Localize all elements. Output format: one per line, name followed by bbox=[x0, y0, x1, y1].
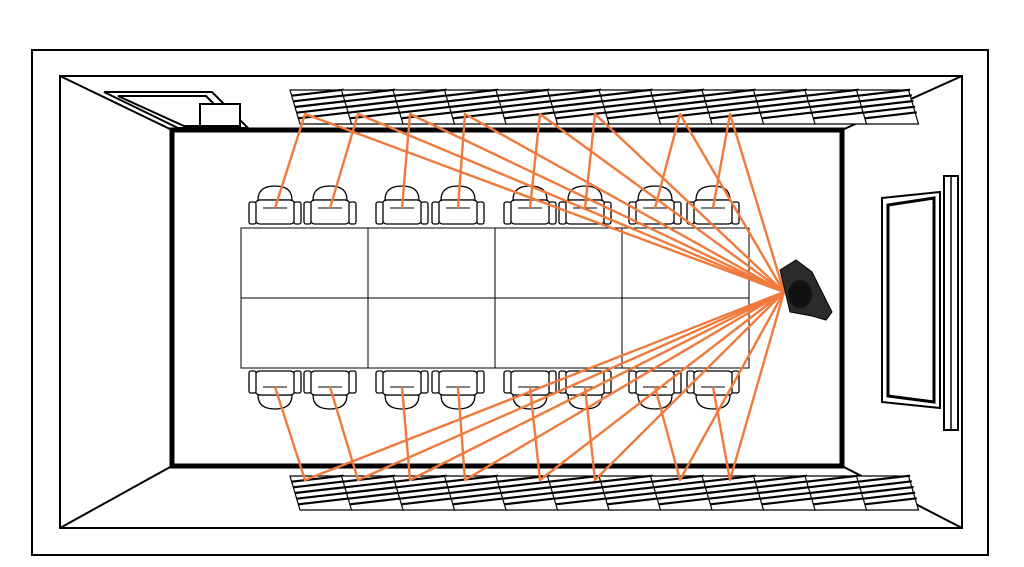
acoustic-panel bbox=[392, 474, 456, 511]
reflection-path-bottom bbox=[528, 291, 785, 482]
acoustic-panel bbox=[649, 474, 714, 511]
conference-table bbox=[240, 227, 750, 369]
table-block bbox=[494, 297, 623, 369]
acoustic-panel bbox=[340, 474, 405, 511]
reflection-path-top bbox=[400, 112, 785, 294]
reflection-path-bottom bbox=[273, 290, 785, 482]
reflection-path-bottom bbox=[328, 290, 785, 482]
reflection-path-top bbox=[711, 112, 786, 293]
reflection-path-top bbox=[328, 112, 785, 294]
reflection-path-top bbox=[273, 112, 785, 294]
table-block bbox=[367, 297, 496, 369]
outer-frame bbox=[31, 49, 989, 556]
table-block bbox=[494, 227, 623, 299]
acoustic-panel bbox=[804, 474, 868, 511]
acoustic-panels-top bbox=[289, 88, 920, 125]
table-block bbox=[240, 297, 369, 369]
reflection-path-bottom bbox=[456, 290, 785, 482]
ceiling-outer-edge bbox=[59, 75, 963, 529]
acoustic-panel bbox=[752, 474, 817, 511]
acoustic-panel bbox=[546, 474, 611, 511]
reflection-path-bottom bbox=[711, 291, 786, 482]
table-block bbox=[621, 297, 750, 369]
chair-icon bbox=[303, 370, 357, 410]
acoustic-panel bbox=[495, 474, 559, 511]
chair-icon bbox=[431, 185, 485, 225]
floor-walls bbox=[169, 127, 845, 469]
acoustic-panel bbox=[804, 88, 868, 125]
table-block bbox=[240, 227, 369, 299]
acoustic-panel bbox=[855, 88, 920, 125]
chair-icon bbox=[248, 185, 302, 225]
chairs-bottom-row bbox=[248, 370, 740, 410]
chair-icon bbox=[431, 370, 485, 410]
acoustic-panel bbox=[289, 474, 353, 511]
chair-icon bbox=[375, 185, 429, 225]
acoustic-panel bbox=[649, 88, 714, 125]
chair-icon bbox=[503, 185, 557, 225]
reflection-path-top bbox=[528, 112, 785, 293]
acoustic-panels-bottom bbox=[289, 474, 920, 511]
acoustic-panel bbox=[752, 88, 817, 125]
acoustic-panel bbox=[701, 88, 765, 125]
reflection-path-top bbox=[456, 112, 785, 294]
reflection-path-bottom bbox=[653, 291, 786, 482]
reflection-path-bottom bbox=[400, 290, 785, 482]
reflection-path-top bbox=[583, 112, 785, 293]
reflection-path-bottom bbox=[583, 291, 785, 482]
acoustic-panel bbox=[598, 88, 662, 125]
acoustic-panel bbox=[598, 474, 662, 511]
chair-icon bbox=[375, 370, 429, 410]
display-screen-icon bbox=[881, 175, 959, 431]
door-icon bbox=[103, 91, 251, 129]
acoustic-panel bbox=[443, 474, 508, 511]
table-block bbox=[367, 227, 496, 299]
camera-speaker-icon bbox=[779, 259, 833, 321]
sound-reflection-paths bbox=[273, 112, 786, 482]
chair-icon bbox=[303, 185, 357, 225]
reflection-path-top bbox=[653, 112, 786, 293]
acoustic-panel bbox=[855, 474, 920, 511]
chair-icon bbox=[248, 370, 302, 410]
